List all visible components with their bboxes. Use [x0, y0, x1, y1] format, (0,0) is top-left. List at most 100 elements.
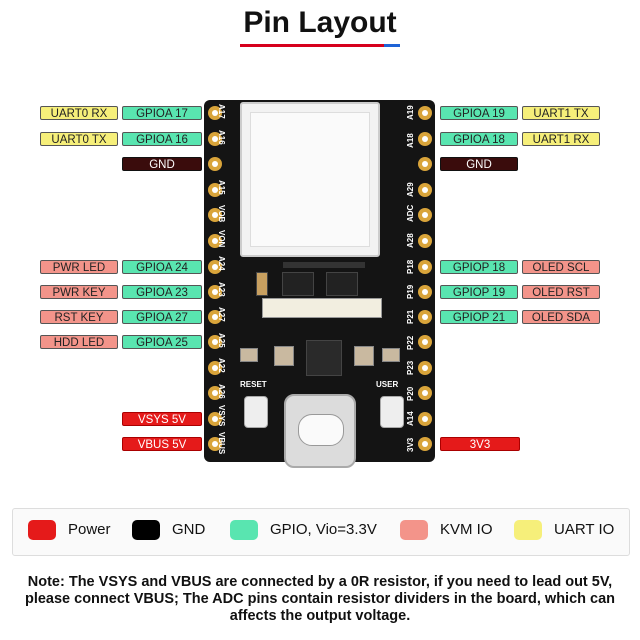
pad [418, 157, 432, 171]
pad [208, 208, 222, 222]
rf-shield [240, 102, 380, 257]
tag-uart1-tx: UART1 TX [522, 106, 600, 120]
tag-pwr-led: PWR LED [40, 260, 118, 274]
pad [418, 412, 432, 426]
pad [208, 335, 222, 349]
legend-label-gpio: GPIO, Vio=3.3V [270, 521, 377, 538]
legend-swatch-gnd [132, 520, 160, 540]
reset-label: RESET [240, 380, 267, 389]
pad [208, 285, 222, 299]
silk-label: A18 [406, 133, 415, 148]
reset-button[interactable] [244, 396, 268, 428]
legend-swatch-kvm [400, 520, 428, 540]
silk-label: A25 [217, 333, 226, 348]
silk-label: P20 [406, 386, 415, 401]
silk-label: A24 [217, 256, 226, 271]
chip-regulator-2 [326, 272, 358, 296]
tag-hdd-led: HDD LED [40, 335, 118, 349]
inductor-1 [274, 346, 294, 366]
silk-label: P19 [406, 284, 415, 299]
crystal [256, 272, 268, 296]
silk-label: A26 [217, 384, 226, 399]
tag-3v3: 3V3 [440, 437, 520, 451]
silk-label: VBUS [217, 432, 226, 455]
tag-oled-rst: OLED RST [522, 285, 600, 299]
legend-swatch-power [28, 520, 56, 540]
tag-gpioa-17: GPIOA 17 [122, 106, 202, 120]
tag-vbus-5v: VBUS 5V [122, 437, 202, 451]
title-underline [240, 44, 400, 47]
pad [208, 132, 222, 146]
led-2 [382, 348, 400, 362]
tag-rst-key: RST KEY [40, 310, 118, 324]
tag-gpioa-24: GPIOA 24 [122, 260, 202, 274]
rf-shield-inner [250, 112, 370, 247]
pad [418, 285, 432, 299]
tag-gpioa-18: GPIOA 18 [440, 132, 518, 146]
silk-label: A17 [217, 104, 226, 119]
pad [208, 310, 222, 324]
silk-label: VON [217, 230, 226, 248]
silk-label: A23 [217, 282, 226, 297]
silk-label: P22 [406, 335, 415, 350]
pad [418, 310, 432, 324]
silk-label: A19 [406, 105, 415, 120]
tag-left-gnd: GND [122, 157, 202, 171]
legend-label-kvm: KVM IO [440, 521, 493, 538]
silk-label: VOB [217, 205, 226, 223]
legend-swatch-uart [514, 520, 542, 540]
silk-label: P18 [406, 259, 415, 274]
fpc-connector [262, 298, 382, 318]
silk-label: A28 [406, 233, 415, 248]
tag-pwr-key: PWR KEY [40, 285, 118, 299]
user-button[interactable] [380, 396, 404, 428]
pad [418, 183, 432, 197]
pad [208, 183, 222, 197]
tag-gpioa-23: GPIOA 23 [122, 285, 202, 299]
usb-c-port[interactable] [284, 394, 356, 468]
tag-uart0-rx: UART0 RX [40, 106, 118, 120]
tag-vsys-5v: VSYS 5V [122, 412, 202, 426]
main-soc-chip [306, 340, 342, 376]
silk-label: A14 [406, 411, 415, 426]
pad [418, 260, 432, 274]
title-underline-accent [384, 44, 400, 47]
pad [208, 260, 222, 274]
silk-label: A15 [217, 180, 226, 195]
pad [418, 386, 432, 400]
pad [418, 234, 432, 248]
pad [208, 234, 222, 248]
pad [208, 361, 222, 375]
tag-uart0-tx: UART0 TX [40, 132, 118, 146]
inductor-2 [354, 346, 374, 366]
pad [418, 361, 432, 375]
legend-label-uart: UART IO [554, 521, 615, 538]
chip-regulator-1 [282, 272, 314, 296]
silk-label: 3V3 [406, 437, 415, 452]
silk-label: P21 [406, 309, 415, 324]
tag-oled-sda: OLED SDA [522, 310, 600, 324]
silk-label: A29 [406, 182, 415, 197]
tag-gpioa-25: GPIOA 25 [122, 335, 202, 349]
silk-label: P23 [406, 360, 415, 375]
tag-gpiop-19: GPIOP 19 [440, 285, 518, 299]
pad [208, 157, 222, 171]
pad [208, 386, 222, 400]
tag-gpioa-19: GPIOA 19 [440, 106, 518, 120]
page-title: Pin Layout [243, 6, 397, 39]
note-text: Note: The VSYS and VBUS are connected by… [24, 574, 616, 624]
pad [418, 437, 432, 451]
tag-right-gnd: GND [440, 157, 518, 171]
tag-oled-scl: OLED SCL [522, 260, 600, 274]
silk-label: A27 [217, 307, 226, 322]
pad [418, 208, 432, 222]
legend-swatch-gpio [230, 520, 258, 540]
pad [418, 106, 432, 120]
pad [208, 106, 222, 120]
smd-row [283, 262, 365, 268]
tag-gpiop-21: GPIOP 21 [440, 310, 518, 324]
pad [208, 412, 222, 426]
silk-label: ADC [406, 204, 415, 222]
legend-label-power: Power [68, 521, 111, 538]
led-1 [240, 348, 258, 362]
